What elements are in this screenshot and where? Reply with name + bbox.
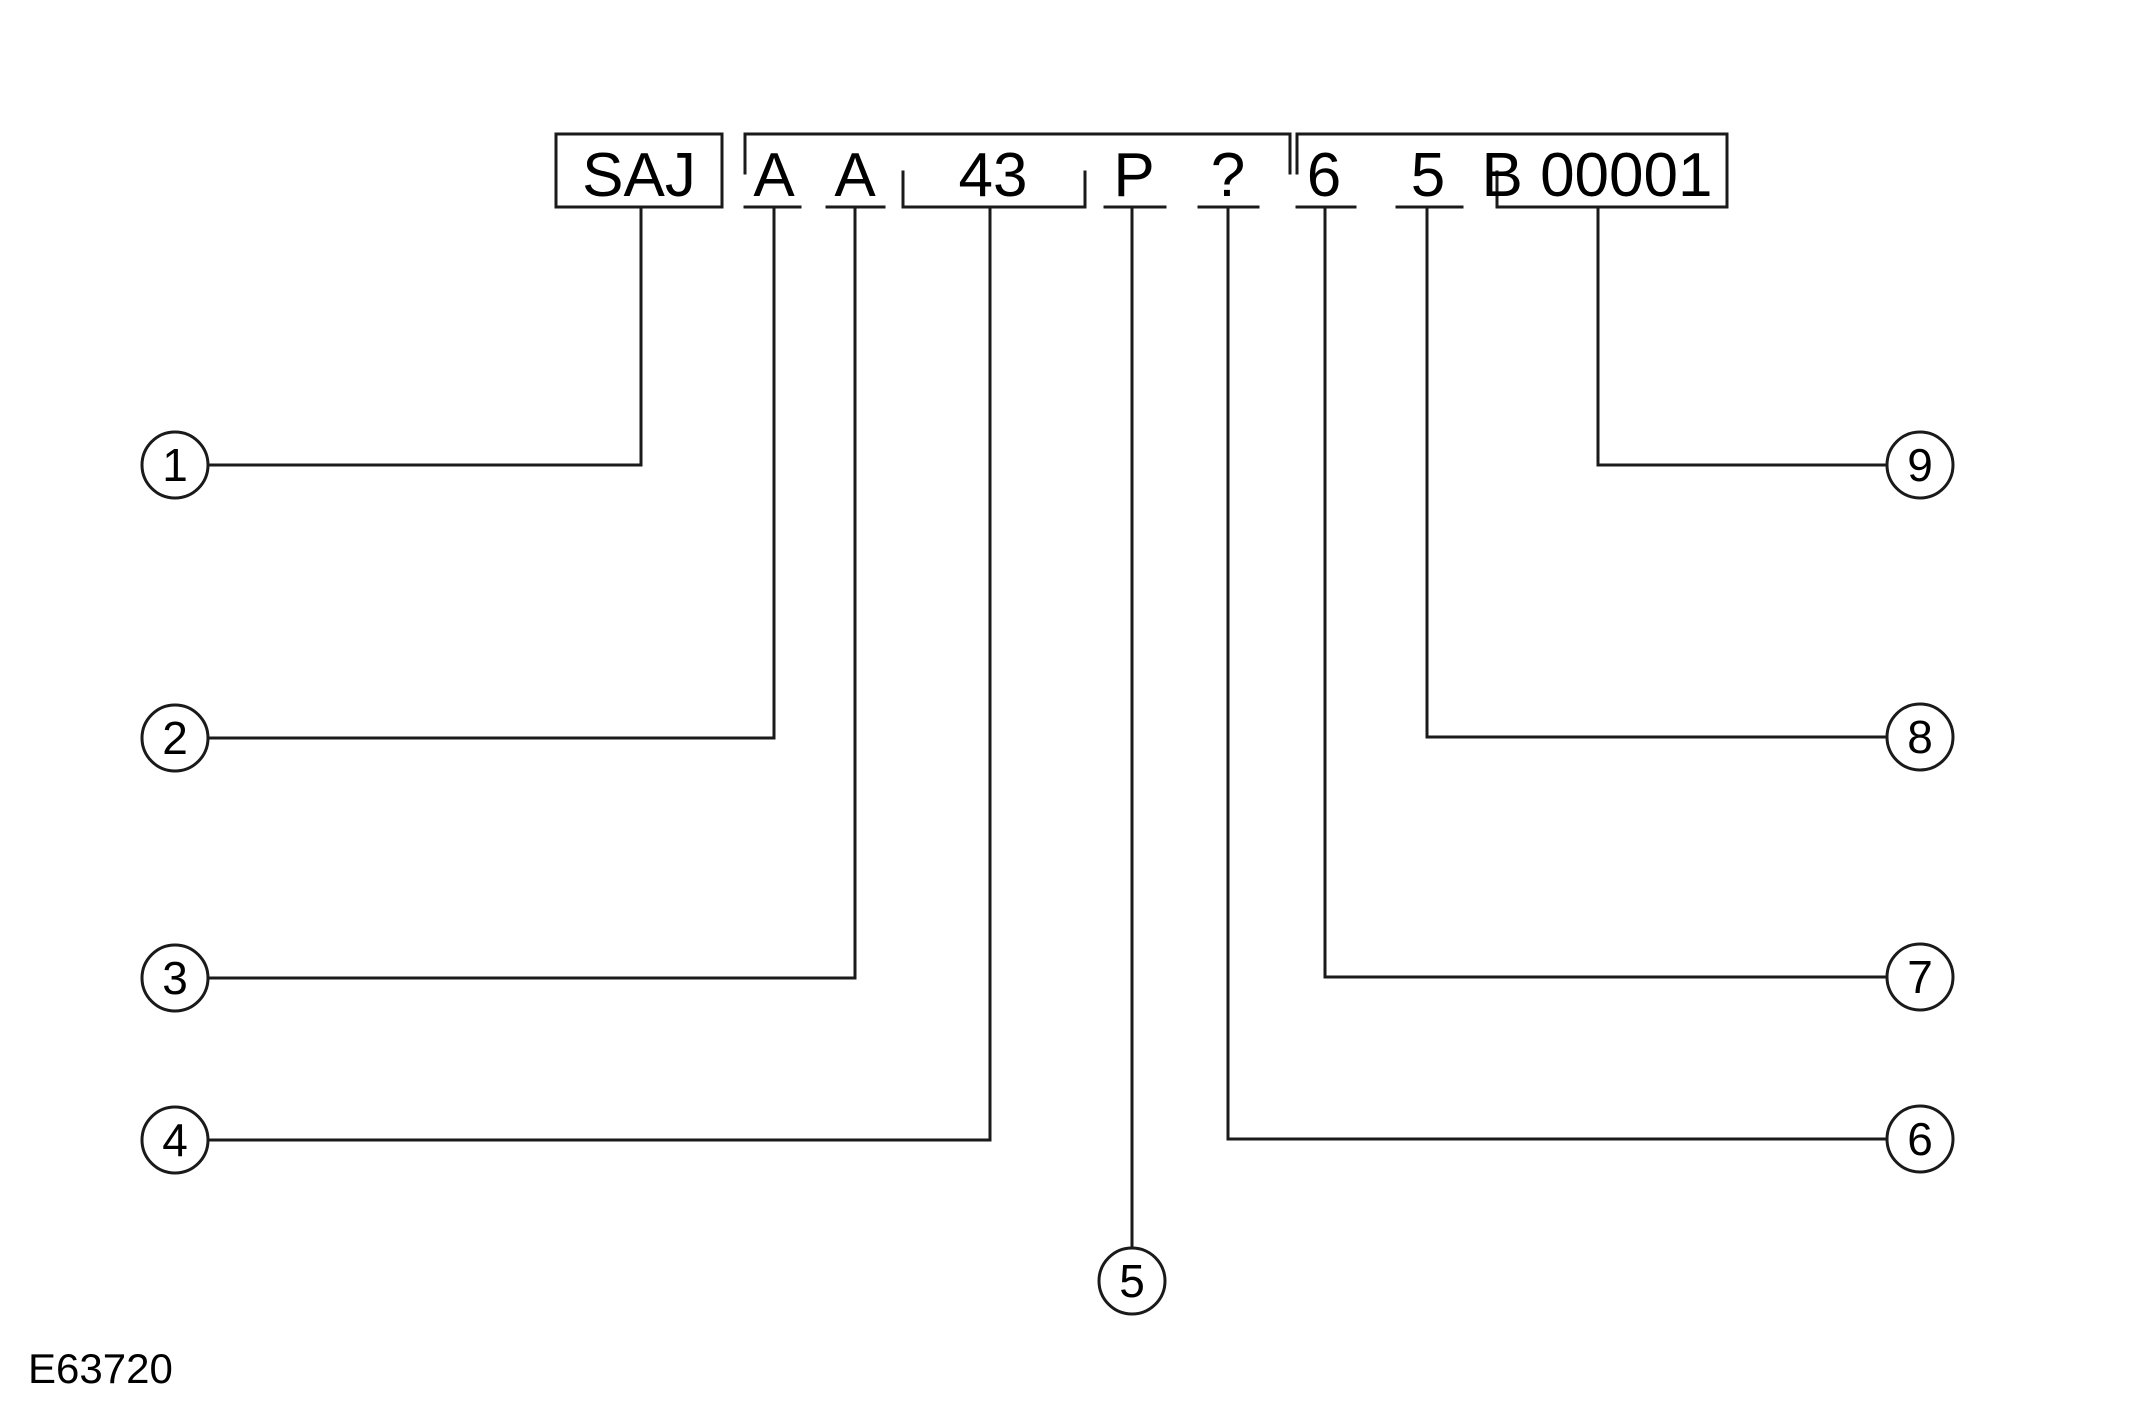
leader-line-3 bbox=[206, 205, 857, 980]
vin-segment-assembly-plant: 5 bbox=[1411, 141, 1445, 210]
leader-line-4 bbox=[206, 205, 992, 1142]
callout-circle-2[interactable] bbox=[140, 703, 210, 773]
callout-circle-7[interactable] bbox=[1885, 942, 1955, 1012]
vis-bracket bbox=[1295, 132, 1729, 175]
vin-segment-serial-number: B 00001 bbox=[1482, 141, 1713, 210]
callout-1-world-manufacturer-identifier[interactable]: 1 bbox=[140, 430, 210, 500]
callout-9-serial-number[interactable]: 9 bbox=[1885, 430, 1955, 500]
vin-segment-engine-code: P bbox=[1113, 141, 1154, 210]
callout-number-6: 6 bbox=[1907, 1113, 1933, 1165]
callout-circle-9[interactable] bbox=[1885, 430, 1955, 500]
callout-number-8: 8 bbox=[1907, 711, 1933, 763]
callout-circle-1[interactable] bbox=[140, 430, 210, 500]
callout-number-5: 5 bbox=[1119, 1255, 1145, 1307]
serial-underline bbox=[1495, 170, 1729, 209]
callout-number-7: 7 bbox=[1907, 951, 1933, 1003]
leader-line-9 bbox=[1596, 205, 1889, 467]
leader-line-6 bbox=[1226, 205, 1889, 1141]
wmi-bracket bbox=[554, 132, 724, 175]
top-bracket-group bbox=[554, 132, 1729, 175]
body-code-underline bbox=[901, 170, 1087, 209]
leader-line-8 bbox=[1425, 205, 1889, 739]
callout-number-2: 2 bbox=[162, 712, 188, 764]
vin-segment-model-letter-1: A bbox=[753, 141, 795, 210]
callout-number-3: 3 bbox=[162, 952, 188, 1004]
callout-number-9: 9 bbox=[1907, 439, 1933, 491]
callout-6-check-digit[interactable]: 6 bbox=[1885, 1104, 1955, 1174]
callout-circle-6[interactable] bbox=[1885, 1104, 1955, 1174]
callout-7-model-year[interactable]: 7 bbox=[1885, 942, 1955, 1012]
callout-5-engine-code[interactable]: 5 bbox=[1097, 1246, 1167, 1316]
leader-line-2 bbox=[206, 205, 776, 740]
callout-circle-5[interactable] bbox=[1097, 1246, 1167, 1316]
callout-2-model-letter-1[interactable]: 2 bbox=[140, 703, 210, 773]
vin-segment-model-year: 6 bbox=[1307, 141, 1341, 210]
callout-circle-8[interactable] bbox=[1885, 702, 1955, 772]
callout-circle-3[interactable] bbox=[140, 943, 210, 1013]
callout-4-body-code[interactable]: 4 bbox=[140, 1105, 210, 1175]
drawing-reference-caption: E63720 bbox=[28, 1345, 173, 1392]
leader-line-group bbox=[206, 205, 1889, 1250]
vin-segment-model-letter-2: A bbox=[834, 141, 876, 210]
callout-circle-4[interactable] bbox=[140, 1105, 210, 1175]
callout-3-model-letter-2[interactable]: 3 bbox=[140, 943, 210, 1013]
vin-segment-check-digit: ? bbox=[1211, 141, 1245, 210]
wmi-underline bbox=[554, 170, 724, 209]
leader-line-7 bbox=[1323, 205, 1889, 979]
vin-segment-body-code: 43 bbox=[959, 141, 1028, 210]
vds-vis-bracket bbox=[743, 132, 1292, 175]
callout-circle-group: 1 2 3 4 5 6 7 8 9 bbox=[140, 430, 1955, 1316]
leader-line-1 bbox=[206, 205, 643, 467]
callout-8-assembly-plant[interactable]: 8 bbox=[1885, 702, 1955, 772]
callout-number-1: 1 bbox=[162, 439, 188, 491]
vin-segment-wmi: SAJ bbox=[582, 141, 696, 210]
callout-number-4: 4 bbox=[162, 1114, 188, 1166]
